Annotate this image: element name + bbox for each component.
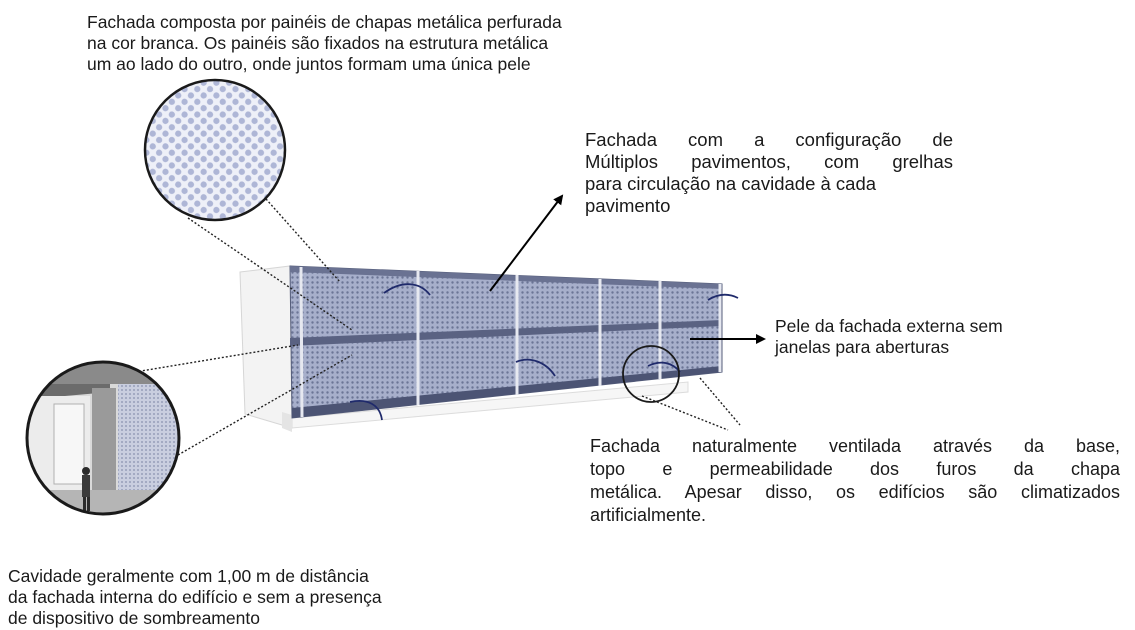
ventilation-note: Fachada naturalmente ventilada através d…: [590, 435, 1120, 527]
callout-lines: [134, 189, 741, 456]
airflow-arrow: [383, 283, 431, 296]
cavity-note-line: da fachada interna do edifício e sem a p…: [8, 587, 382, 607]
perforated-facade: [289, 265, 723, 419]
cavity-note-line: de dispositivo de sombreamento: [8, 608, 260, 628]
cavity-note-line: Cavidade geralmente com 1,00 m de distân…: [8, 566, 369, 586]
multifloor-note-line: Múltiplos pavimentos, com grelhas: [585, 151, 953, 172]
building-body: [239, 265, 689, 432]
panel-note-line: na cor branca. Os painéis são fixados na…: [87, 33, 549, 53]
multifloor-note: Fachada com a configuração de Múltiplos …: [585, 129, 953, 217]
cavity-detail-circle: [25, 360, 181, 516]
airflow-arrow: [349, 400, 383, 421]
ventilation-note-line: Fachada naturalmente ventilada através d…: [590, 436, 1120, 456]
arrow-to-multifloor-note: [489, 194, 564, 292]
ventilation-detail-circle: [622, 345, 680, 403]
panel-note: Fachada composta por painéis de chapas m…: [87, 12, 647, 75]
skin-note: Pele da fachada externa sem janelas para…: [775, 316, 1075, 358]
skin-note-line: janelas para aberturas: [775, 337, 950, 357]
cavity-note: Cavidade geralmente com 1,00 m de distân…: [8, 566, 528, 629]
panel-note-line: um ao lado do outro, onde juntos formam …: [87, 54, 531, 74]
panel-detail-circle: [143, 78, 287, 222]
ventilation-note-line: metálica. Apesar disso, os edifícios são…: [590, 482, 1120, 502]
skin-note-line: Pele da fachada externa sem: [775, 316, 1003, 336]
panel-note-line: Fachada composta por painéis de chapas m…: [87, 12, 562, 32]
airflow-arrow: [707, 293, 739, 301]
multifloor-note-line: para circulação na cavidade à cada: [585, 173, 877, 194]
multifloor-note-line: pavimento: [585, 195, 671, 216]
ventilation-note-line: topo e permeabilidade dos furos da chapa: [590, 459, 1120, 479]
multifloor-note-line: Fachada com a configuração de: [585, 129, 953, 150]
ventilation-note-line: artificialmente.: [590, 505, 707, 525]
airflow-arrow: [515, 358, 556, 377]
